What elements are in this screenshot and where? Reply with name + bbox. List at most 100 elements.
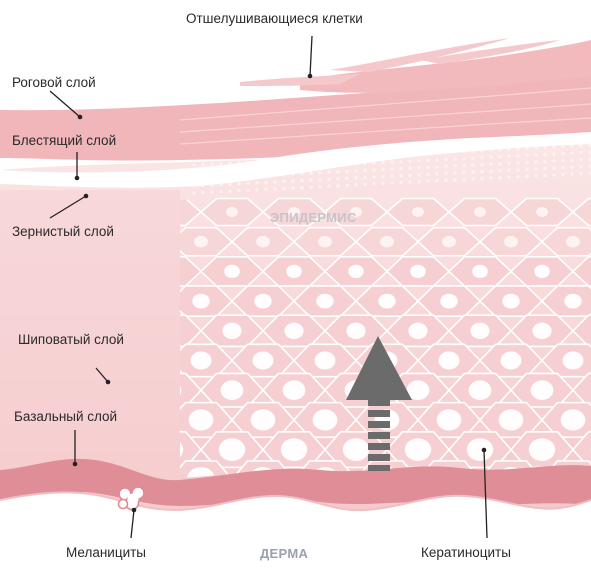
granule xyxy=(219,176,223,180)
keratinocyte-nucleus xyxy=(412,207,424,217)
granule xyxy=(417,173,421,177)
granule xyxy=(201,190,205,195)
granule xyxy=(408,180,412,184)
keratinocyte-nucleus xyxy=(316,293,334,309)
granule xyxy=(372,161,376,165)
dermis xyxy=(0,492,591,586)
granule xyxy=(408,166,412,170)
granule xyxy=(354,162,358,166)
granule xyxy=(381,181,385,186)
keratinocyte-nucleus xyxy=(194,235,208,248)
granule xyxy=(462,149,466,154)
granule xyxy=(570,172,574,176)
granule xyxy=(588,171,591,175)
keratinocyte-nucleus xyxy=(466,438,494,461)
granule xyxy=(444,164,448,168)
granule xyxy=(237,182,241,186)
keratinocyte-nucleus xyxy=(438,351,460,370)
granule xyxy=(327,170,331,174)
granule xyxy=(570,151,574,155)
granule xyxy=(282,186,286,191)
label-stratum-corneum: Роговой слой xyxy=(12,75,96,90)
granule xyxy=(354,176,358,180)
granule xyxy=(516,175,520,179)
granule xyxy=(291,186,295,190)
keratinocyte-grid xyxy=(180,197,591,480)
label-stratum-granulosum: Зернистый слой xyxy=(12,224,114,239)
granule xyxy=(588,164,591,168)
granule xyxy=(507,154,511,158)
granule xyxy=(525,160,529,164)
granule xyxy=(417,152,421,156)
keratinocyte-nucleus xyxy=(530,380,554,401)
granule xyxy=(273,173,277,177)
granule xyxy=(489,169,493,173)
keratinocyte-nucleus xyxy=(442,235,456,248)
granule xyxy=(201,169,205,174)
granule xyxy=(327,156,331,160)
granule xyxy=(363,161,367,166)
granule xyxy=(435,158,439,162)
granule xyxy=(489,155,493,159)
granule xyxy=(345,155,349,159)
keratinocyte-nucleus xyxy=(286,264,302,278)
granule xyxy=(372,154,376,158)
keratinocyte-nucleus xyxy=(560,409,586,431)
granule xyxy=(417,159,421,163)
granule xyxy=(534,160,538,164)
granule xyxy=(588,143,591,147)
granule xyxy=(543,145,547,150)
granule xyxy=(282,179,286,184)
granule xyxy=(237,189,241,193)
granule xyxy=(543,166,547,171)
granule xyxy=(381,167,385,172)
granule xyxy=(570,144,574,148)
granule xyxy=(228,182,232,186)
granule xyxy=(444,157,448,161)
granule xyxy=(534,153,538,157)
granule xyxy=(462,177,466,182)
granule xyxy=(435,165,439,169)
granule xyxy=(444,150,448,154)
granule xyxy=(516,161,520,165)
granule xyxy=(264,166,268,170)
granule xyxy=(516,147,520,151)
keratinocyte-nucleus xyxy=(318,235,332,248)
keratinocyte-nucleus xyxy=(468,380,492,401)
granule xyxy=(291,172,295,176)
granule xyxy=(210,190,214,194)
granule xyxy=(255,188,259,192)
granule xyxy=(372,182,376,186)
granule xyxy=(309,178,313,182)
keratinocyte-nucleus xyxy=(224,264,240,278)
granule xyxy=(507,175,511,179)
keratinocyte-nucleus xyxy=(218,438,246,461)
granule xyxy=(318,185,322,189)
label-epidermis: ЭПИДЕРМИС xyxy=(270,210,357,225)
granule xyxy=(426,179,430,183)
keratinocyte-nucleus xyxy=(314,351,336,370)
label-melanocytes: Меланициты xyxy=(66,545,146,560)
granule xyxy=(327,177,331,181)
granule xyxy=(399,160,403,164)
granule xyxy=(507,161,511,165)
granule xyxy=(489,148,493,152)
granule xyxy=(219,169,223,173)
granule xyxy=(255,160,259,164)
stratum-corneum-band xyxy=(0,74,591,161)
granule xyxy=(300,165,304,169)
keratinocyte-nucleus xyxy=(410,264,426,278)
granule xyxy=(471,163,475,167)
granule xyxy=(390,153,394,157)
granule xyxy=(336,163,340,167)
granule xyxy=(309,171,313,175)
keratinocyte-nucleus xyxy=(502,293,520,309)
granule xyxy=(561,151,565,156)
keratinocyte-nucleus xyxy=(470,322,490,339)
granule xyxy=(309,164,313,168)
granule xyxy=(273,187,277,191)
granule xyxy=(354,169,358,173)
keratinocyte-nucleus xyxy=(192,293,210,309)
granule xyxy=(255,181,259,185)
